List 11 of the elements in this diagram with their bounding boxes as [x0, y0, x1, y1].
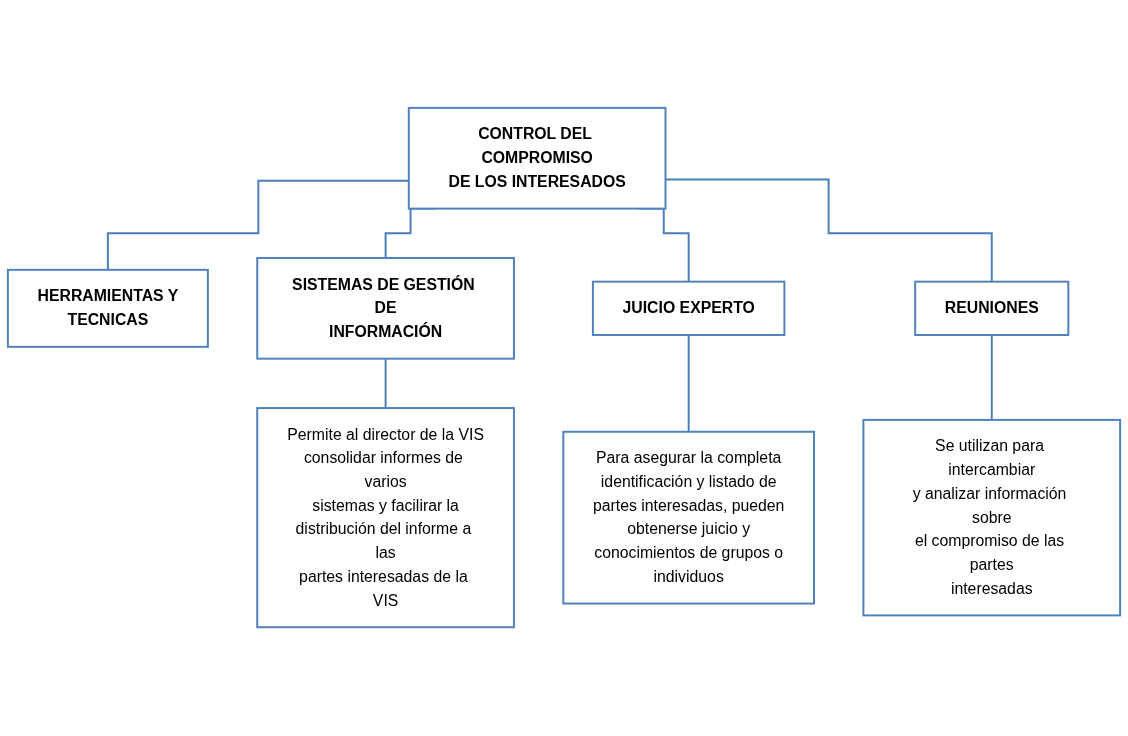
node-box: CONTROL DEL COMPROMISO DE LOS INTERESADOS	[407, 107, 667, 210]
node-box: HERRAMIENTAS Y TECNICAS	[6, 269, 209, 349]
node-box: Se utilizan para intercambiar y analizar información sobre el compromiso de las partes interesadas	[862, 419, 1122, 617]
node-box: REUNIONES	[914, 281, 1070, 337]
connector	[384, 358, 387, 410]
node-box: Permite al director de la VIS consolidar informes de varios sistemas y facilirar la distribución del informe a las partes interesadas de la VIS	[256, 407, 515, 629]
connector	[687, 334, 690, 434]
connector	[990, 334, 993, 422]
node-box: Para asegurar la completa identificación y listado de partes interesadas, pueden obtenerse juicio y conocimientos de grupos o individuos	[562, 431, 815, 605]
node-box: SISTEMAS DE GESTIÓN DE INFORMACIÓN	[256, 257, 515, 361]
node-box: JUICIO EXPERTO	[591, 281, 786, 337]
